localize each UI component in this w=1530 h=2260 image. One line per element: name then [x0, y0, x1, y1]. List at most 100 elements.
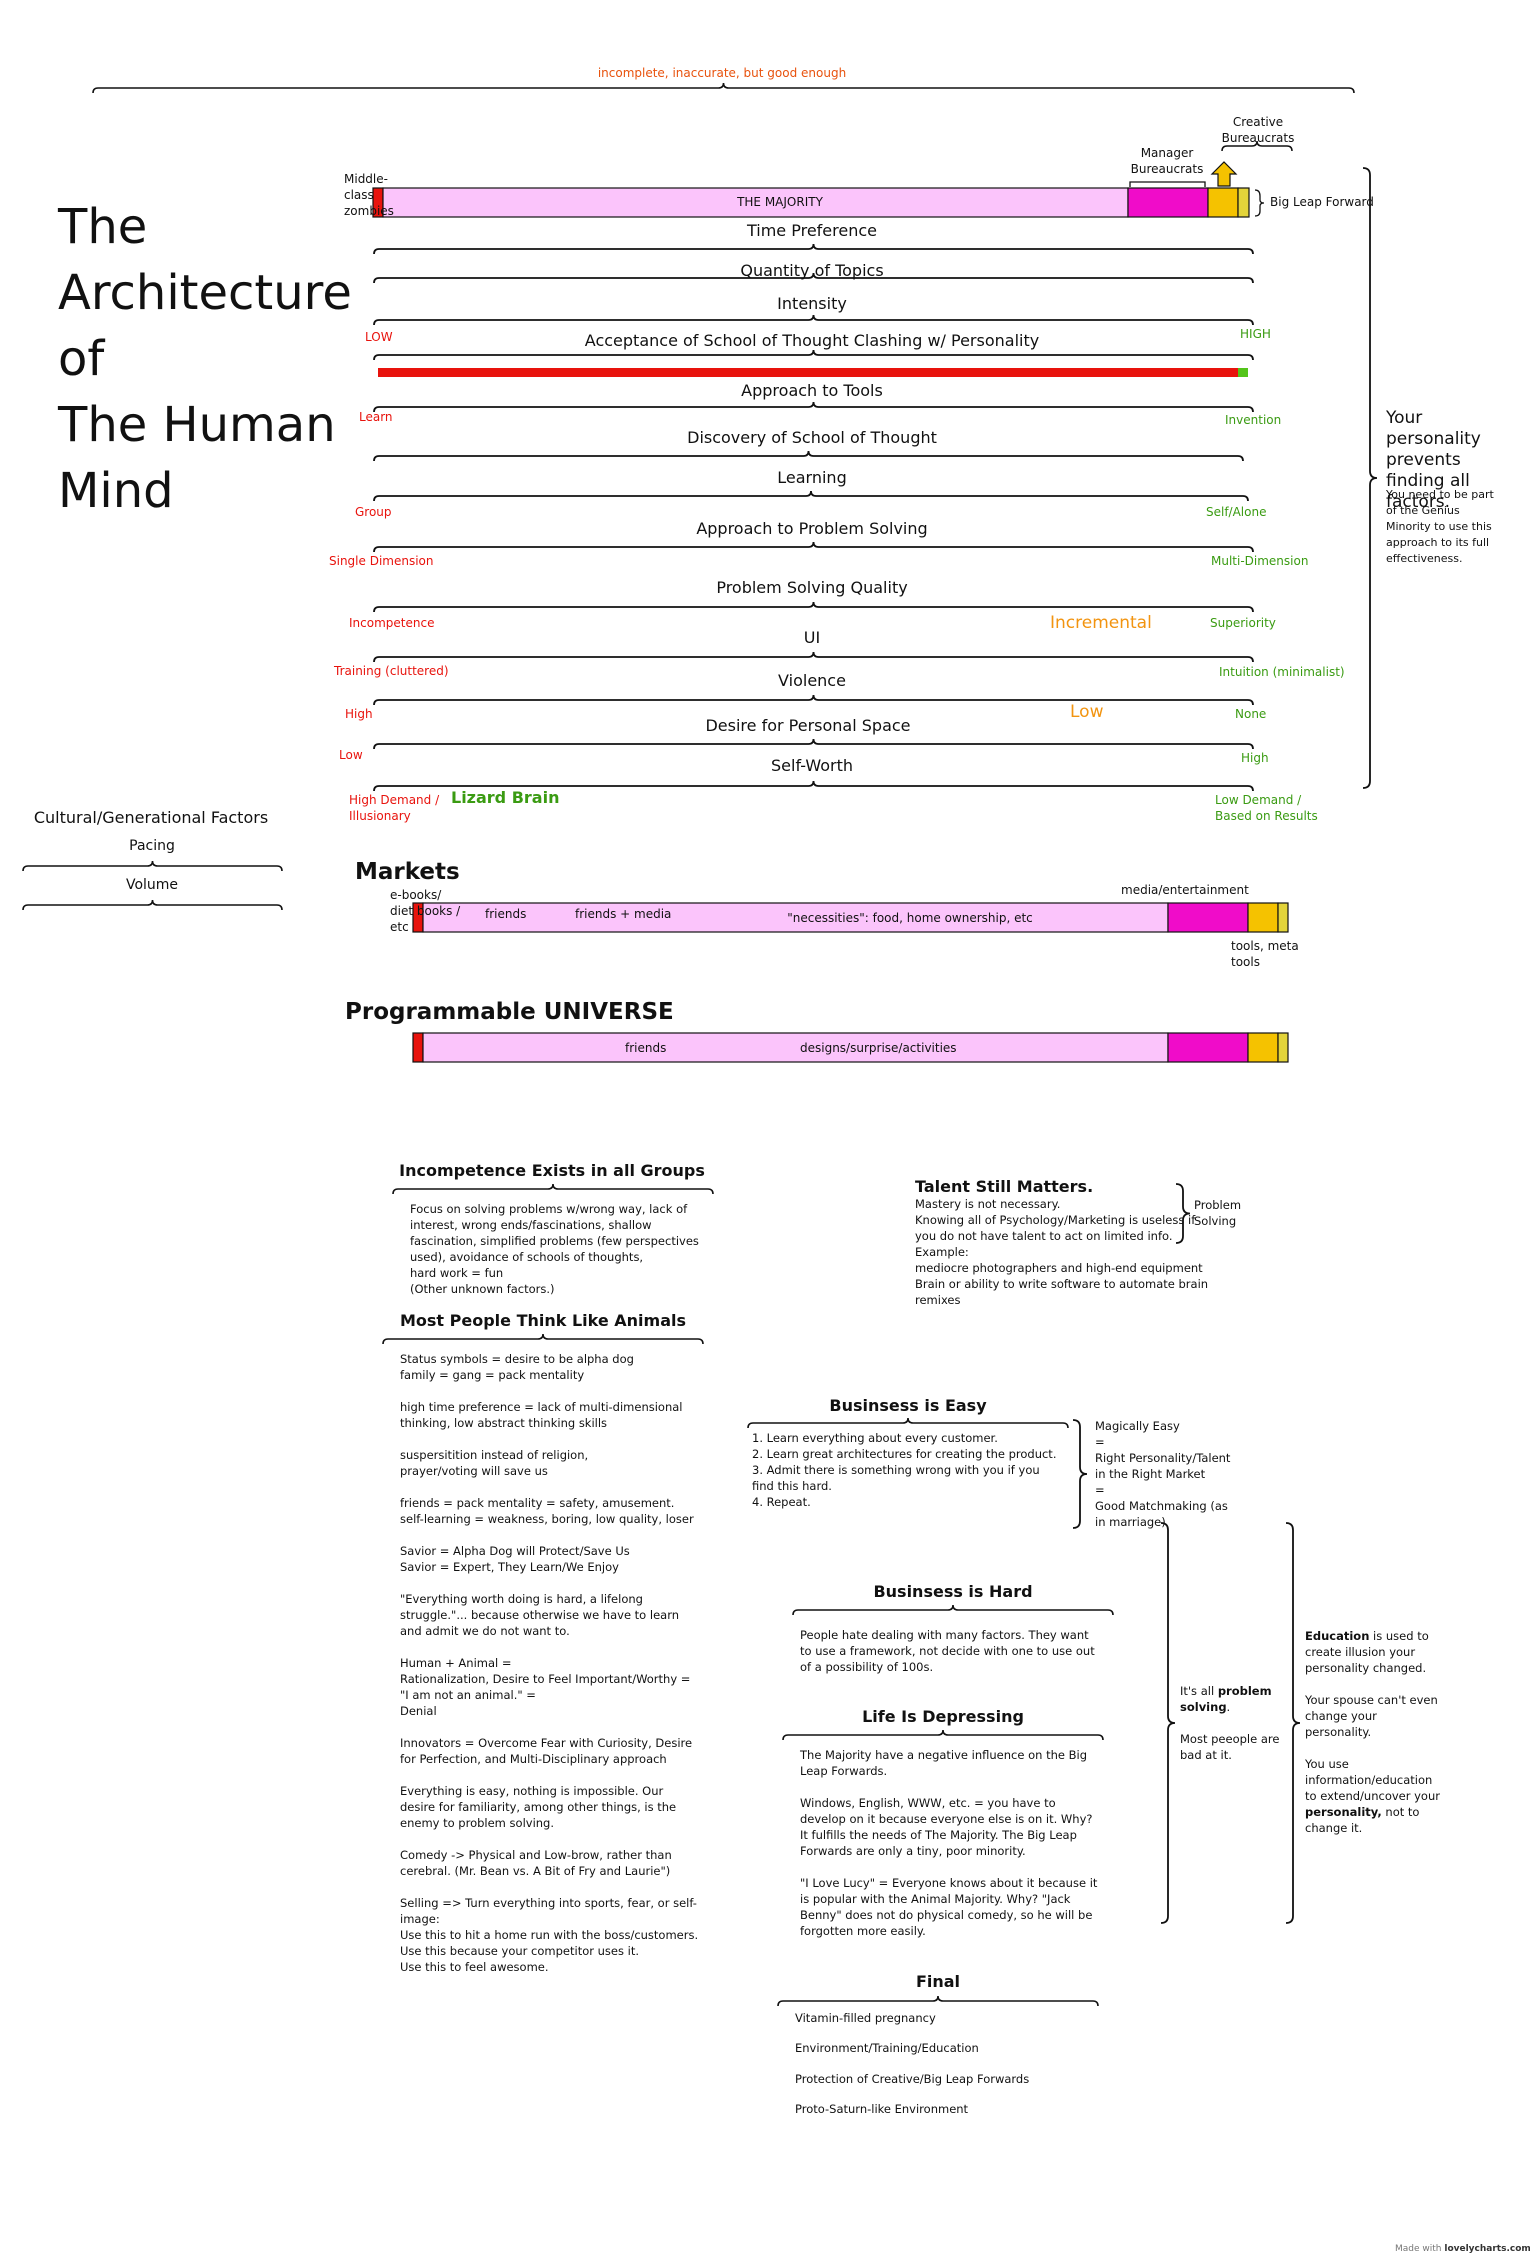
- manager-bureaucrats-label: Manager Bureaucrats: [1130, 146, 1204, 176]
- bar-segment-big-leap: [1237, 187, 1250, 218]
- markets-left-label: e-books/ diet books / etc: [390, 888, 461, 934]
- universe-segment-d: [1277, 1032, 1289, 1063]
- scale-right-label: Intuition (minimalist): [1219, 665, 1345, 679]
- talent-side-label: Problem Solving: [1194, 1198, 1242, 1228]
- scale-name: Approach to Problem Solving: [696, 519, 928, 538]
- scale-left-label: Single Dimension: [329, 554, 434, 568]
- scale-middle-label: Low: [1070, 702, 1104, 722]
- scale-brace: [373, 601, 1254, 613]
- markets-seg-label: friends + media: [575, 907, 672, 921]
- business-easy-body: 1. Learn everything about every customer…: [752, 1431, 1057, 1509]
- majority-label: THE MAJORITY: [737, 195, 823, 209]
- scale-right-label: Low Demand / Based on Results: [1215, 793, 1318, 823]
- cultural-brace: [22, 899, 283, 911]
- universe-seg-label: friends: [625, 1041, 667, 1055]
- scale-name: Problem Solving Quality: [716, 578, 908, 597]
- business-easy-side: Magically Easy = Right Personality/Talen…: [1095, 1419, 1231, 1529]
- markets-segment-media: [1167, 902, 1249, 933]
- creative-bureaucrats-label: Creative Bureaucrats: [1221, 115, 1295, 145]
- education-brace: [1285, 1522, 1301, 1924]
- markets-seg-label: "necessities": food, home ownership, etc: [787, 911, 1033, 925]
- scale-name: UI: [803, 628, 821, 647]
- business-easy-brace: [747, 1417, 1069, 1429]
- scale-left-label: Training (cluttered): [334, 664, 449, 678]
- final-title: Final: [915, 1972, 961, 1991]
- scale-brace: [373, 450, 1244, 462]
- scale-left-label: Learn: [359, 410, 393, 424]
- universe-segment-friends: [422, 1032, 1169, 1063]
- personality-note: Your personality prevents finding all fa…: [1386, 408, 1481, 512]
- scale-right-label: Superiority: [1210, 616, 1276, 630]
- up-arrow-icon: [1210, 161, 1238, 187]
- scale-left-label: High Demand / Illusionary: [349, 793, 440, 823]
- scale-brace: [373, 694, 1254, 706]
- talent-body: Mastery is not necessary. Knowing all of…: [915, 1197, 1209, 1307]
- animals-body: Status symbols = desire to be alpha dog …: [400, 1352, 699, 1974]
- scale-brace: [373, 780, 1254, 792]
- scale-brace: [373, 651, 1254, 663]
- scale-brace: [373, 243, 1254, 255]
- animals-brace: [382, 1333, 704, 1345]
- talent-brace: [1175, 1183, 1191, 1244]
- scale-name: Time Preference: [746, 221, 878, 240]
- scale-name: Learning: [777, 468, 847, 487]
- scale-right-label: HIGH: [1240, 327, 1271, 341]
- final-brace: [777, 1995, 1099, 2007]
- bar-segment-creatives: [1207, 187, 1239, 218]
- universe-segment-c: [1247, 1032, 1279, 1063]
- header-brace: [92, 82, 1355, 94]
- final-item: Environment/Training/Education: [795, 2041, 979, 2056]
- lizard-brain-label: Lizard Brain: [451, 788, 560, 807]
- problem-solving-brace: [1160, 1522, 1176, 1924]
- cultural-item: Pacing: [129, 838, 175, 854]
- problem-solving-note: It's all problem solving. Most peeople a…: [1180, 1684, 1280, 1762]
- business-easy-side-brace: [1072, 1419, 1088, 1529]
- business-easy-title: Businsess is Easy: [829, 1396, 987, 1415]
- scale-left-label: Low: [339, 748, 363, 762]
- footer-credit[interactable]: Made with lovelycharts.com: [1395, 2244, 1530, 2254]
- animals-title: Most People Think Like Animals: [399, 1311, 687, 1330]
- final-item: Protection of Creative/Big Leap Forwards: [795, 2071, 1030, 2086]
- bar-segment-managers: [1127, 187, 1209, 218]
- universe-title: Programmable UNIVERSE: [345, 999, 674, 1025]
- manager-bracket: [1129, 181, 1206, 187]
- markets-segment-tools: [1247, 902, 1279, 933]
- markets-title: Markets: [355, 859, 460, 885]
- cultural-title: Cultural/Generational Factors: [33, 808, 269, 827]
- scale-left-label: Group: [355, 505, 392, 519]
- final-list: Vitamin-filled pregnancy Environment/Tra…: [795, 2011, 1029, 2133]
- creative-brace: [1221, 140, 1293, 152]
- depressing-body: The Majority have a negative influence o…: [800, 1748, 1098, 1938]
- universe-seg-label: designs/surprise/activities: [800, 1041, 957, 1055]
- scale-name: Self-Worth: [771, 756, 853, 775]
- scale-name: Intensity: [777, 294, 847, 313]
- scale-name: Acceptance of School of Thought Clashing…: [584, 331, 1040, 350]
- cultural-brace: [22, 860, 283, 872]
- big-leap-brace: [1254, 189, 1265, 217]
- universe-segment-a: [412, 1032, 424, 1063]
- scale-left-label: High: [345, 707, 373, 721]
- scale-brace: [373, 541, 1254, 553]
- scale-right-label: Invention: [1225, 413, 1282, 427]
- scale-brace: [373, 314, 1254, 326]
- final-item: Proto-Saturn-like Environment: [795, 2102, 969, 2117]
- scale-name: Approach to Tools: [741, 381, 883, 400]
- scale-brace: [373, 272, 1254, 284]
- cultural-item: Volume: [125, 877, 179, 893]
- personality-brace: [1362, 167, 1378, 789]
- scale-left-label: LOW: [365, 330, 393, 344]
- business-hard-body: People hate dealing with many factors. T…: [800, 1628, 1095, 1674]
- talent-title: Talent Still Matters.: [915, 1177, 1094, 1196]
- personality-note-small: You need to be part of the Genius Minori…: [1386, 488, 1494, 565]
- incompetence-brace: [392, 1183, 714, 1195]
- depressing-title: Life Is Depressing: [862, 1707, 1024, 1726]
- incompetence-title: Incompetence Exists in all Groups: [399, 1161, 705, 1180]
- scale-right-label: Multi-Dimension: [1211, 554, 1309, 568]
- acceptance-bar-green: [1238, 368, 1248, 377]
- markets-bottom-right-label: tools, meta tools: [1231, 939, 1299, 969]
- universe-segment-b: [1167, 1032, 1249, 1063]
- scale-name: Quantity of Topics: [740, 261, 884, 280]
- markets-seg-label: friends: [485, 907, 527, 921]
- scale-brace: [373, 738, 1254, 750]
